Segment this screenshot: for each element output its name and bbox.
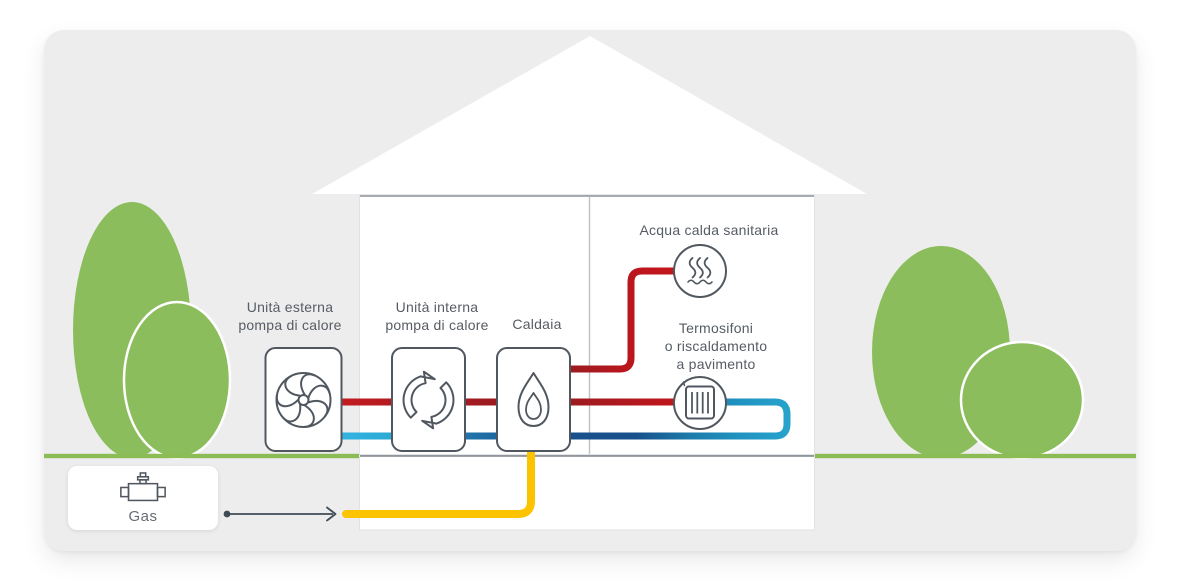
gas-valve-icon: [120, 472, 166, 502]
hot-water-label: Acqua calda sanitaria: [639, 222, 779, 238]
indoor-unit-box: [391, 347, 466, 452]
radiator-icon: [682, 381, 715, 420]
fan-icon: [272, 369, 332, 430]
dhw-circle: [673, 244, 727, 298]
ground-right: [815, 453, 1136, 459]
outdoor-unit-box: [264, 347, 343, 452]
heating-circle: [673, 376, 727, 430]
boiler-label: Caldaia: [512, 316, 562, 332]
gas-supply-box: Gas: [68, 466, 218, 530]
indoor-unit-label: Unità interna pompa di calore: [385, 299, 489, 333]
boiler-box: [496, 347, 571, 452]
heating-label: Termosifoni o riscaldamento a pavimento: [664, 320, 768, 372]
dhw-supply-pipe: [570, 267, 688, 373]
gas-label: Gas: [128, 507, 158, 525]
roof: [312, 36, 867, 194]
ground-left: [44, 453, 359, 459]
gas-pipe: [342, 446, 535, 518]
gas-flow-arrow: [223, 506, 337, 522]
bushes-left: [73, 202, 232, 460]
outdoor-unit-label: Unità esterna pompa di calore: [238, 299, 342, 333]
return-pipe: [342, 398, 791, 440]
bush-front-right: [959, 340, 1085, 460]
steam-icon: [687, 257, 713, 285]
bushes-right: [872, 246, 1085, 460]
arrow-head: [326, 506, 337, 522]
flame-icon: [517, 372, 550, 427]
